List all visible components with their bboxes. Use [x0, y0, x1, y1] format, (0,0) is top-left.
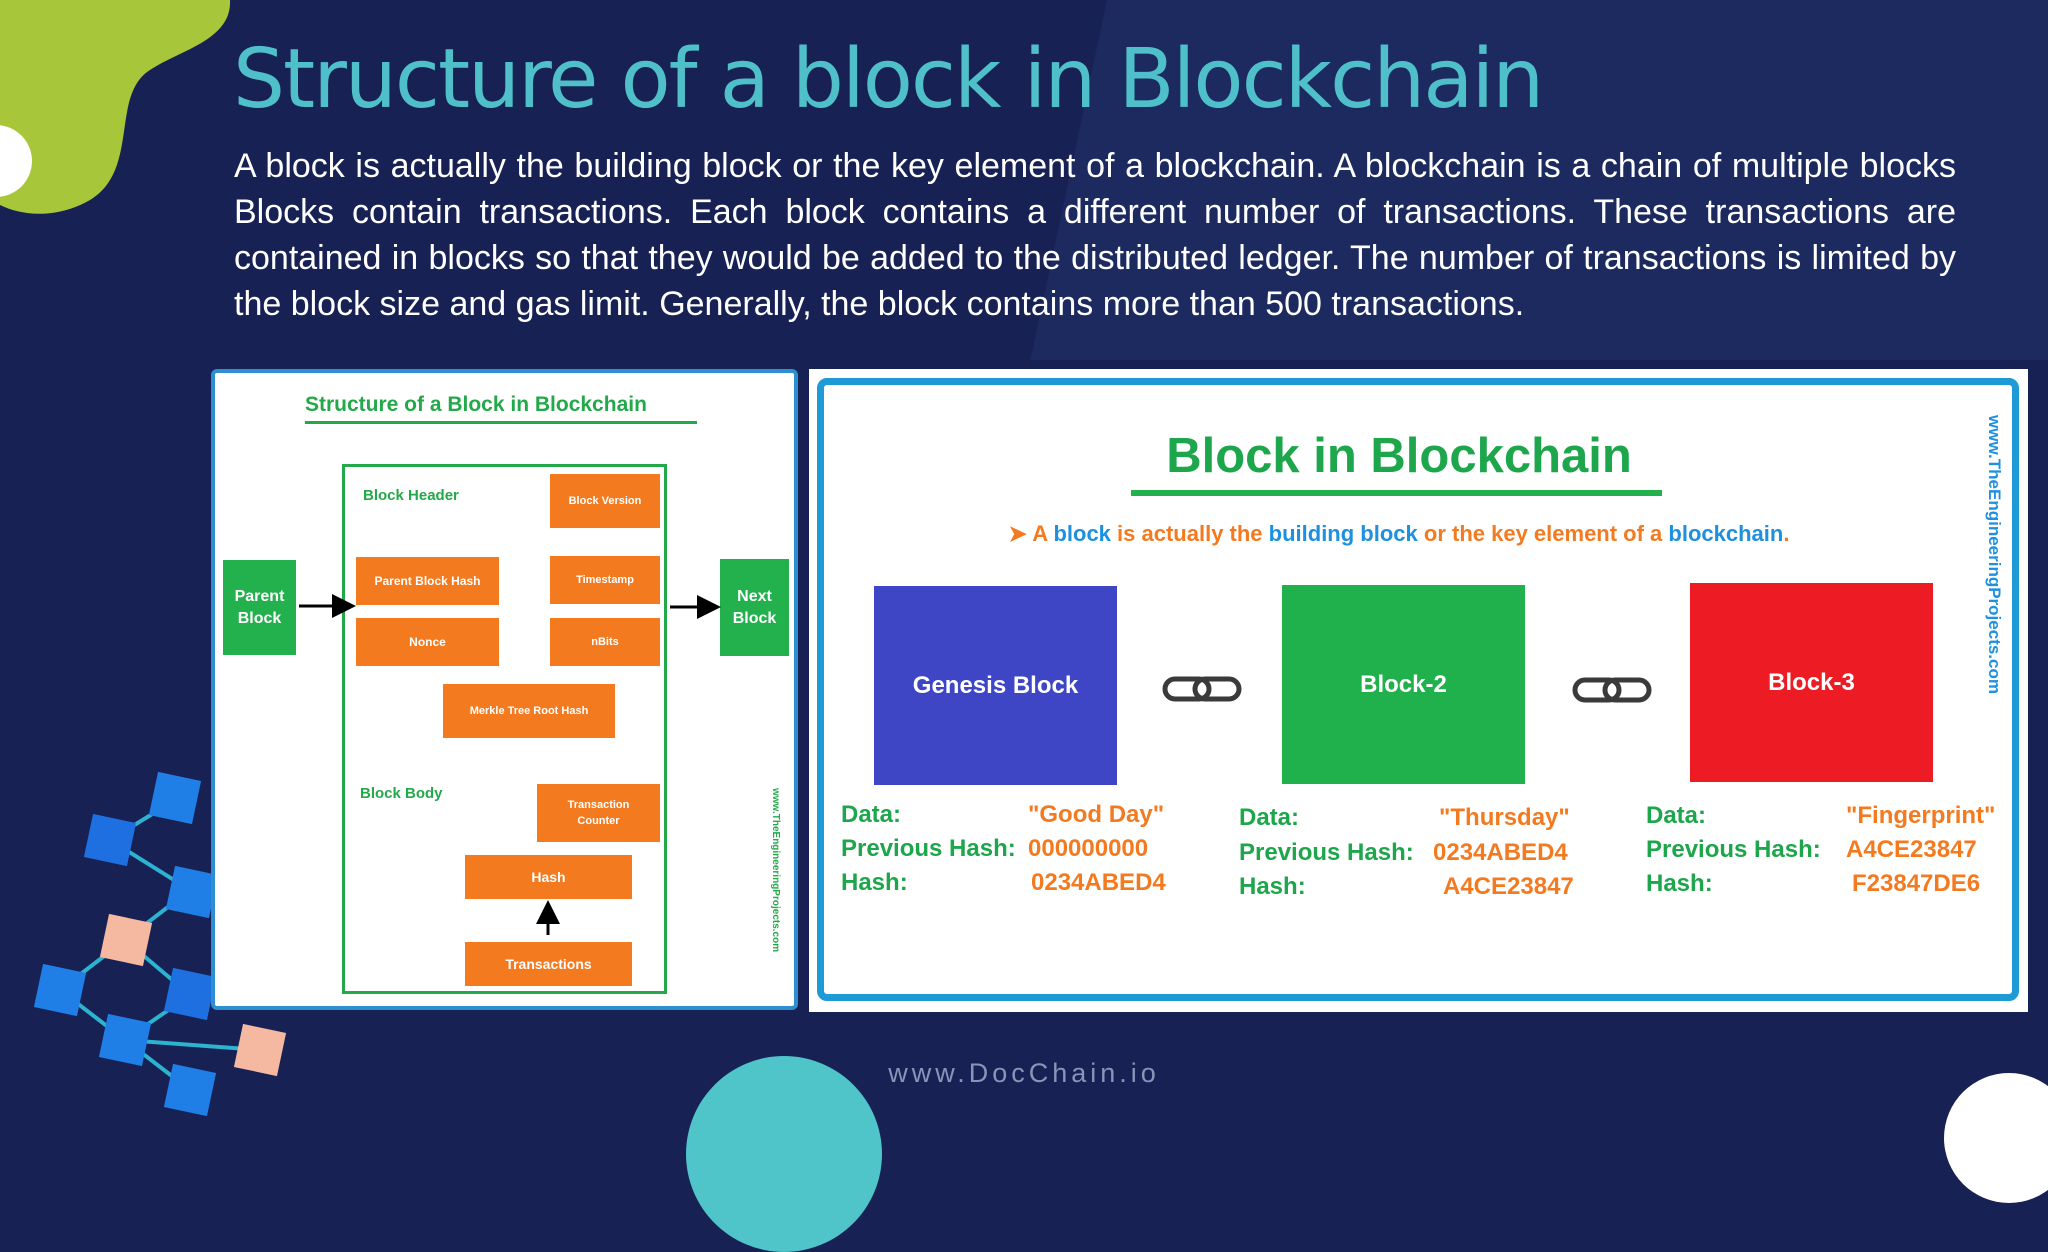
subtitle-part: . — [1783, 521, 1790, 546]
green-blob — [0, 0, 231, 214]
genesis-block-label: Genesis Block — [912, 671, 1079, 699]
parent-block-box: Parent Block — [223, 560, 296, 655]
right-watermark: www.TheEngineeringProjects.com — [1985, 415, 2004, 694]
genesis-data-row: Data: "Good Day" — [841, 801, 1164, 829]
block-2-hash-row: Hash: A4CE23847 — [1239, 873, 1574, 901]
block-3-previous-hash-row: Previous Hash: A4CE23847 — [1646, 836, 1977, 864]
block-3-box: Block-3 — [1690, 583, 1933, 782]
block-2-hash-value: A4CE23847 — [1443, 873, 1574, 900]
chain-link-icon — [1162, 676, 1242, 702]
merkle-root-box: Merkle Tree Root Hash — [443, 684, 615, 738]
white-circle-right — [1944, 1073, 2048, 1203]
block-3-data-row: Data: "Fingerprint" — [1646, 802, 1995, 830]
previous-hash-label: Previous Hash: — [1646, 836, 1821, 863]
intro-paragraph: A block is actually the building block o… — [234, 147, 1956, 323]
genesis-previous-hash-row: Previous Hash: 000000000 — [841, 835, 1148, 863]
chain-link-icon — [1572, 677, 1652, 703]
block-frame — [342, 464, 667, 994]
genesis-data-value: "Good Day" — [1028, 801, 1165, 828]
genesis-hash-value: 0234ABED4 — [1031, 869, 1166, 896]
arrow-right-icon: ➤ — [1008, 521, 1033, 546]
nonce-box: Nonce — [356, 618, 499, 666]
block-2-label: Block-2 — [1360, 670, 1447, 698]
subtitle-highlight: building block — [1268, 521, 1418, 546]
genesis-block-box: Genesis Block — [874, 586, 1117, 785]
data-label: Data: — [1646, 802, 1707, 829]
nbits-box: nBits — [550, 618, 660, 666]
left-watermark: www.TheEngineeringProjects.com — [770, 788, 781, 953]
block-structure-diagram: Structure of a Block in Blockchain Block… — [211, 369, 798, 1010]
left-diagram-title: Structure of a Block in Blockchain — [305, 393, 647, 416]
right-diagram-frame: Block in Blockchain ➤ A block is actuall… — [817, 378, 2019, 1001]
data-label: Data: — [841, 801, 902, 828]
transaction-counter-box: Transaction Counter — [537, 784, 660, 842]
subtitle-part: A — [1032, 521, 1054, 546]
subtitle-part: is actually the — [1110, 521, 1269, 546]
block-body-label: Block Body — [360, 785, 443, 802]
block-2-previous-hash-row: Previous Hash: 0234ABED4 — [1239, 839, 1568, 867]
block-3-hash-row: Hash: F23847DE6 — [1646, 870, 1980, 898]
arrow-icons — [299, 594, 721, 935]
genesis-previous-hash-value: 000000000 — [1028, 835, 1149, 862]
subtitle-part: or the key element of a — [1417, 521, 1669, 546]
block-chain-diagram: Block in Blockchain ➤ A block is actuall… — [809, 369, 2028, 1012]
block-2-data-value: "Thursday" — [1439, 804, 1570, 831]
transactions-box: Transactions — [465, 942, 632, 986]
hash-label: Hash: — [1239, 873, 1306, 900]
subtitle-highlight: block — [1053, 521, 1111, 546]
timestamp-box: Timestamp — [550, 556, 660, 604]
data-label: Data: — [1239, 804, 1300, 831]
previous-hash-label: Previous Hash: — [1239, 839, 1414, 866]
page-title: Structure of a block in Blockchain — [233, 32, 1544, 127]
previous-hash-label: Previous Hash: — [841, 835, 1016, 862]
right-subtitle: ➤ A block is actually the building block… — [824, 521, 1974, 547]
hash-label: Hash: — [1646, 870, 1713, 897]
hash-box: Hash — [465, 855, 632, 899]
block-3-previous-hash-value: A4CE23847 — [1846, 836, 1977, 863]
right-title-underline — [1131, 490, 1662, 496]
block-2-previous-hash-value: 0234ABED4 — [1433, 839, 1568, 866]
block-version-box: Block Version — [550, 474, 660, 528]
block-header-label: Block Header — [363, 487, 459, 504]
block-2-data-row: Data: "Thursday" — [1239, 804, 1570, 832]
parent-block-hash-box: Parent Block Hash — [356, 557, 499, 605]
block-2-box: Block-2 — [1282, 585, 1525, 784]
block-3-hash-value: F23847DE6 — [1852, 870, 1981, 897]
cube-network-decoration — [33, 771, 287, 1117]
block-3-data-value: "Fingerprint" — [1846, 802, 1996, 829]
hash-label: Hash: — [841, 869, 908, 896]
genesis-hash-row: Hash: 0234ABED4 — [841, 869, 1166, 897]
block-3-label: Block-3 — [1768, 668, 1855, 696]
left-title-underline — [305, 421, 697, 424]
footer-url: www.DocChain.io — [888, 1058, 1160, 1088]
subtitle-highlight: blockchain — [1668, 521, 1784, 546]
next-block-box: Next Block — [720, 559, 789, 656]
right-diagram-title: Block in Blockchain — [1166, 429, 1632, 483]
